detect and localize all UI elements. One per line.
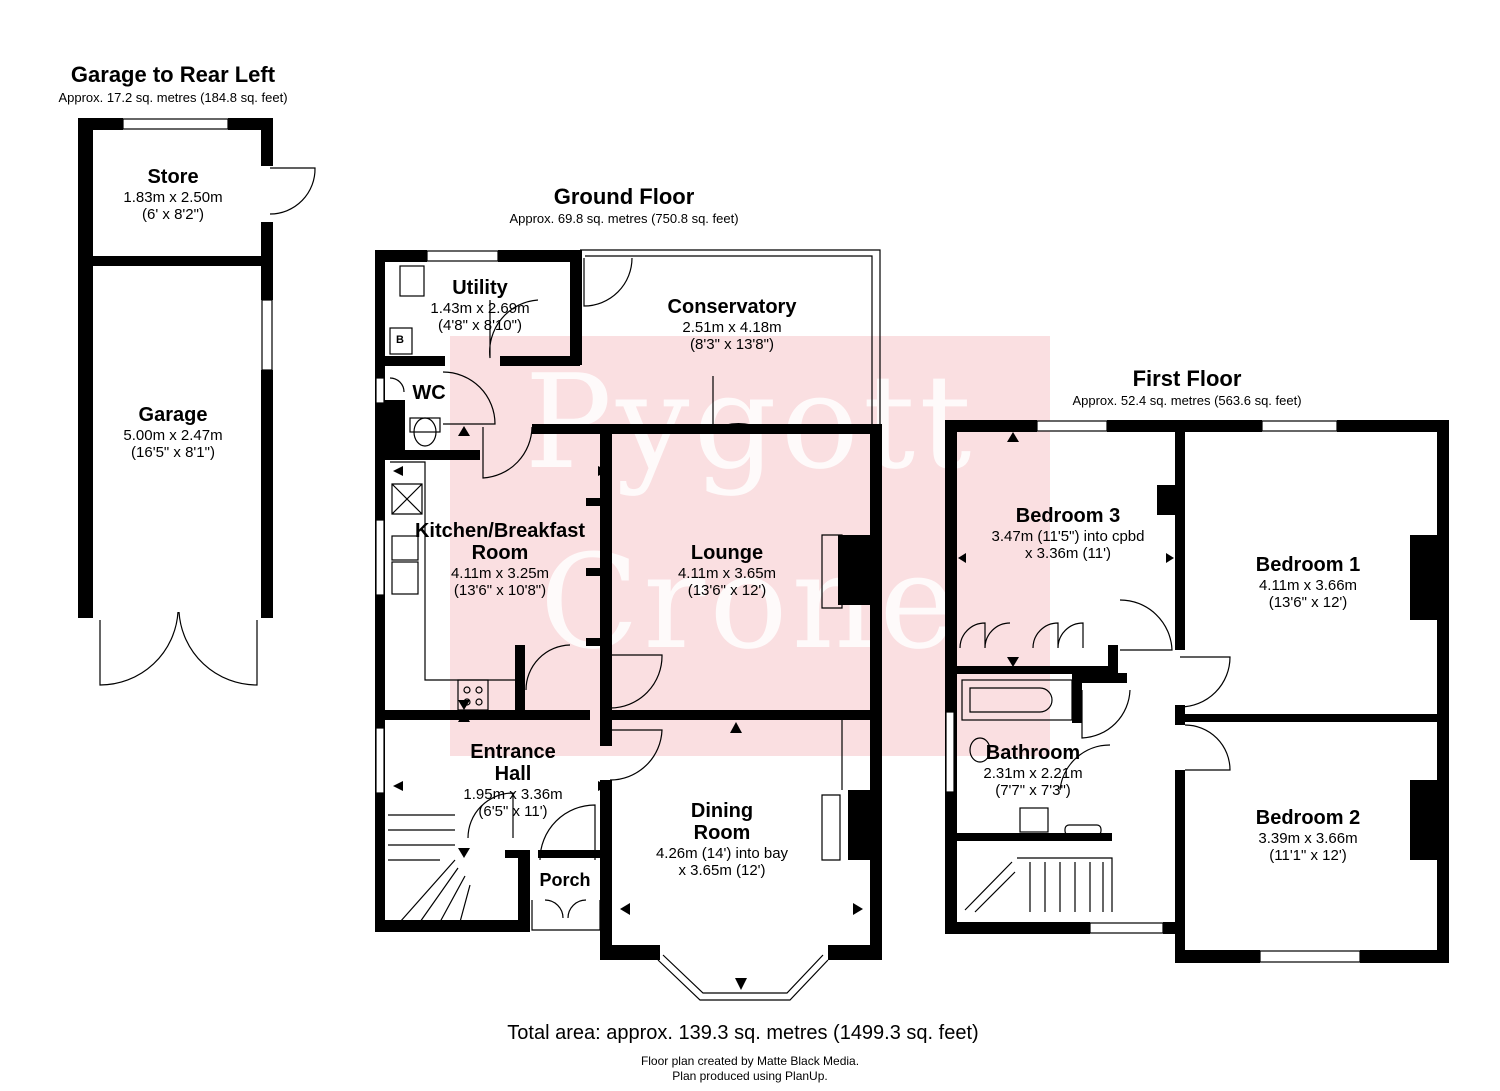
lounge-imperial: (13'6" x 12') xyxy=(687,582,767,599)
entrance-hall-dims: 1.95m x 3.36m xyxy=(463,786,563,803)
kitchen-imperial: (13'6" x 10'8") xyxy=(453,582,547,599)
garage-door-left xyxy=(99,611,179,686)
utility-imperial: (4'8" x 8'10") xyxy=(438,317,522,334)
credit-line2: Plan produced using PlanUp. xyxy=(672,1069,828,1083)
dining-room-dims-line2: x 3.65m (12') xyxy=(678,862,766,879)
windows xyxy=(122,118,1361,963)
arrows xyxy=(393,426,1174,990)
store-name: Store xyxy=(147,166,199,188)
utility-name: Utility xyxy=(452,277,508,299)
kitchen-name-line1: Kitchen/Breakfast xyxy=(414,520,586,542)
kitchen-name-line2: Room xyxy=(471,542,529,564)
bedroom1-imperial: (13'6" x 12') xyxy=(1268,594,1348,611)
ground-floor-title: Ground Floor xyxy=(553,184,695,209)
first-floor-area: Approx. 52.4 sq. metres (563.6 sq. feet) xyxy=(1072,393,1302,408)
dining-room-name-line2: Room xyxy=(693,822,751,844)
entrance-hall-name-line1: Entrance xyxy=(470,741,556,763)
garage-imperial: (16'5" x 8'1") xyxy=(131,444,215,461)
wc-name: WC xyxy=(412,382,446,404)
bedroom3-dims-line1: 3.47m (11'5") into cpbd xyxy=(991,528,1145,545)
garage-door-right xyxy=(178,611,258,686)
conservatory-imperial: (8'3" x 13'8") xyxy=(690,336,774,353)
bathroom-name: Bathroom xyxy=(985,742,1081,764)
credit-line1: Floor plan created by Matte Black Media. xyxy=(640,1054,860,1068)
garage-dims: 5.00m x 2.47m xyxy=(123,427,223,444)
garage-section-area: Approx. 17.2 sq. metres (184.8 sq. feet) xyxy=(58,90,288,105)
garage-section-title: Garage to Rear Left xyxy=(70,62,276,87)
total-area: Total area: approx. 139.3 sq. metres (14… xyxy=(507,1022,979,1044)
bathroom-imperial: (7'7" x 7'3") xyxy=(995,782,1071,799)
bedroom2-dims: 3.39m x 3.66m xyxy=(1258,830,1358,847)
lounge-dims: 4.11m x 3.65m xyxy=(677,565,777,582)
conservatory-dims: 2.51m x 4.18m xyxy=(682,319,782,336)
bedroom3-name: Bedroom 3 xyxy=(1015,505,1121,527)
conservatory-door xyxy=(583,257,633,307)
first-floor-title: First Floor xyxy=(1132,366,1242,391)
dining-room-name-line1: Dining xyxy=(690,800,754,822)
boiler-label: B xyxy=(396,334,404,346)
bedroom2-imperial: (11'1" x 12') xyxy=(1269,847,1347,864)
entrance-hall-name-line2: Hall xyxy=(494,763,532,785)
bedroom1-name: Bedroom 1 xyxy=(1255,554,1361,576)
garage-name: Garage xyxy=(138,404,208,426)
walls xyxy=(78,118,1449,963)
store-dims: 1.83m x 2.50m xyxy=(123,189,223,206)
conservatory-name: Conservatory xyxy=(667,296,797,318)
porch-name: Porch xyxy=(539,870,591,890)
ground-floor-area: Approx. 69.8 sq. metres (750.8 sq. feet) xyxy=(509,211,739,226)
bedroom3-dims-line2: x 3.36m (11') xyxy=(1025,545,1111,562)
store-imperial: (6' x 8'2") xyxy=(142,206,204,223)
bedroom2-name: Bedroom 2 xyxy=(1255,807,1361,829)
bedroom1-dims: 4.11m x 3.66m xyxy=(1258,577,1358,594)
kitchen-dims: 4.11m x 3.25m xyxy=(450,565,550,582)
thin-lines xyxy=(99,167,1231,1001)
dining-room-dims-line1: 4.26m (14') into bay xyxy=(655,845,789,862)
store-door xyxy=(269,167,316,215)
utility-dims: 1.43m x 2.69m xyxy=(430,300,530,317)
bathroom-dims: 2.31m x 2.21m xyxy=(983,765,1083,782)
entrance-hall-imperial: (6'5" x 11') xyxy=(478,803,548,820)
lounge-name: Lounge xyxy=(690,542,764,564)
